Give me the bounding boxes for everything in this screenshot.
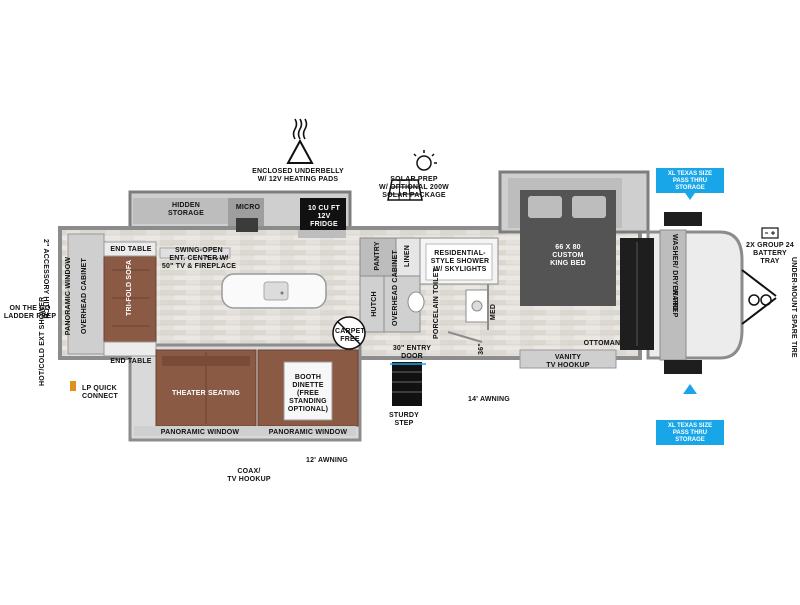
theater-seating	[155, 349, 257, 427]
fridge-label: 10 CU FT 12V FRIDGE	[308, 205, 340, 228]
end-table-bottom-label: END TABLE	[110, 358, 152, 365]
booth-dinette-label: BOOTH DINETTE (FREE STANDING OPTIONAL)	[287, 374, 329, 413]
accessory-hitch-label: 2" ACCESSORY HITCH	[42, 239, 49, 319]
battery-icon	[761, 227, 779, 239]
panoramic-window-side-label: PANORAMIC WINDOW	[65, 256, 72, 336]
coax-label: COAX/ TV HOOKUP	[227, 468, 271, 483]
shower-label: RESIDENTIAL- STYLE SHOWER W/ SKYLIGHTS	[430, 250, 490, 273]
awning-14-label: 14' AWNING	[468, 396, 510, 403]
ladder-prep-label: ON THE GO LADDER PREP	[3, 305, 57, 320]
entry-step	[392, 362, 422, 406]
battery-label: 2X GROUP 24 BATTERY TRAY	[746, 242, 794, 265]
linen-label: LINEN	[404, 245, 411, 267]
theater-seating-label: THEATER SEATING	[171, 390, 241, 397]
carpet-free-icon	[332, 316, 366, 350]
overhead-cabinet-side-label: OVERHEAD CABINET	[81, 258, 88, 334]
panoramic-window-2-label: PANORAMIC WINDOW	[268, 429, 348, 436]
sturdy-step-label: STURDY STEP	[389, 412, 419, 427]
heating-pads-icon	[286, 118, 314, 164]
xl-storage-bottom-label: XL TEXAS SIZE PASS THRU STORAGE	[656, 420, 724, 445]
toilet-label: PORCELAIN TOILET	[433, 267, 440, 339]
bathroom	[407, 237, 499, 343]
king-bed-label: 66 X 80 CUSTOM KING BED	[550, 244, 586, 267]
vanity-label: VANITY TV HOOKUP	[546, 354, 590, 369]
spare-tire-label: UNDER-MOUNT SPARE TIRE	[790, 257, 797, 358]
lp-quick-label: LP QUICK CONNECT	[82, 385, 119, 400]
panoramic-window-bar	[134, 426, 356, 436]
kitchen-counter	[133, 198, 346, 238]
ext-shower-label: HOT/COLD EXT SHOWER	[39, 296, 46, 386]
heating-pads-label: ENCLOSED UNDERBELLY W/ 12V HEATING PADS	[252, 168, 344, 183]
booth-dinette	[257, 349, 359, 427]
solar-label: SOLAR PREP W/ OPTIONAL 200W SOLAR PACKAG…	[379, 176, 449, 199]
sofa-label: TRI-FOLD SOFA	[126, 259, 133, 316]
panoramic-window-1-label: PANORAMIC WINDOW	[160, 429, 240, 436]
king-bed	[508, 178, 622, 306]
hutch-label: HUTCH	[371, 291, 378, 317]
awning-12-label: 12' AWNING	[306, 457, 348, 464]
pantry-label: PANTRY	[374, 241, 381, 271]
entry-door-label: 30" ENTRY DOOR	[392, 345, 432, 360]
front-cap	[659, 212, 702, 374]
carpet-free-label: CARPET FREE	[335, 328, 365, 343]
lp-connect-icon	[70, 381, 76, 391]
entertainment-center	[159, 247, 231, 260]
hidden-storage-label: HIDDEN STORAGE	[168, 202, 204, 217]
washer-dryer-label: WASHER/ DRYER PREP	[671, 234, 678, 318]
overhead-cabinet-mid-label: OVERHEAD CABINET	[392, 250, 399, 326]
ottoman-label: OTTOMAN	[583, 340, 621, 347]
vanity	[519, 349, 617, 369]
solar-panel-icon	[387, 150, 437, 201]
ward-label: WARD	[671, 288, 678, 312]
end-table-top-label: END TABLE	[110, 246, 152, 253]
kitchen-island	[221, 273, 327, 309]
dim-36-label: 36"	[478, 343, 485, 355]
micro-label: MICRO	[235, 204, 261, 211]
tri-fold-sofa	[67, 233, 157, 357]
wardrobe-area	[620, 238, 654, 350]
hitch	[741, 269, 777, 325]
med-label: MED	[490, 303, 497, 321]
swing-open-label: SWING-OPEN ENT. CENTER W/ 50" TV & FIREP…	[161, 247, 237, 270]
xl-storage-top-label: XL TEXAS SIZE PASS THRU STORAGE	[656, 168, 724, 193]
